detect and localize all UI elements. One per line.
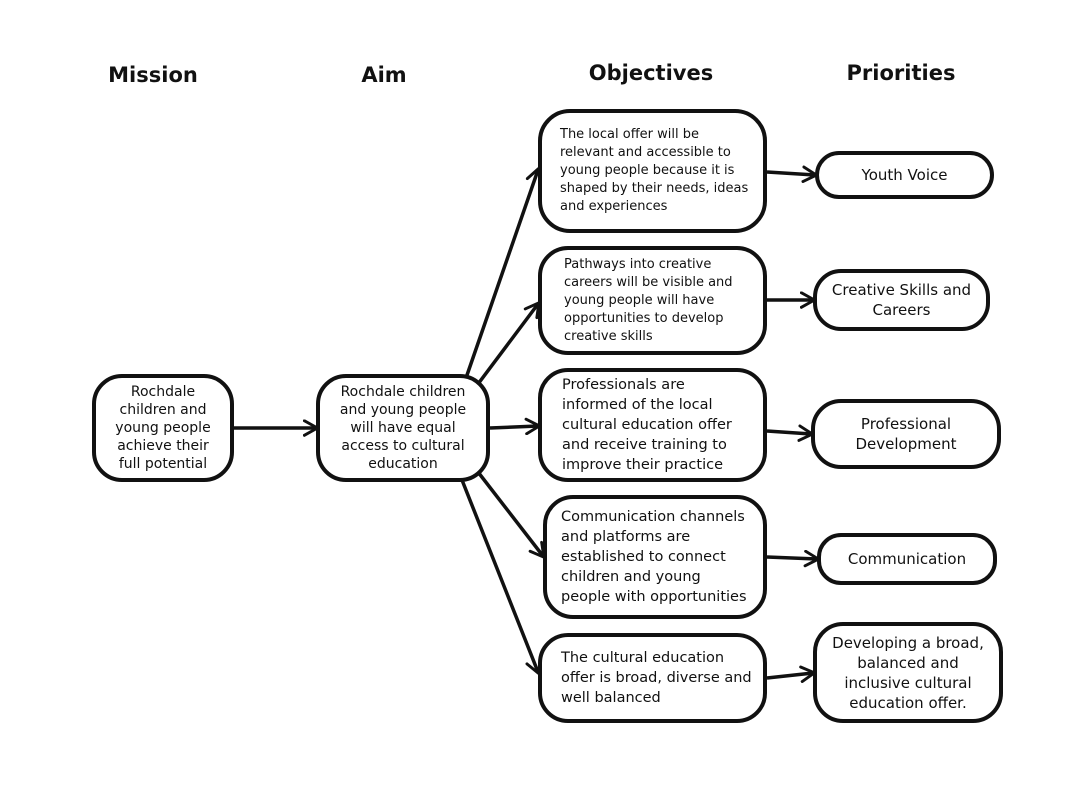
mission-box: Rochdale children and young people achie…	[92, 374, 234, 482]
objective-box-3: Professionals are informed of the local …	[538, 368, 767, 482]
priority-box-2: Creative Skills and Careers	[813, 269, 990, 331]
heading-aim: Aim	[361, 63, 407, 87]
objective-text-5: The cultural education offer is broad, d…	[561, 650, 752, 706]
heading-mission: Mission	[108, 63, 198, 87]
objective-box-2: Pathways into creative careers will be v…	[538, 246, 767, 355]
arrow-objective-4-to-priority-4	[766, 549, 820, 568]
priority-box-3: Professional Development	[811, 399, 1001, 469]
objective-box-1: The local offer will be relevant and acc…	[538, 109, 767, 233]
priority-box-1: Youth Voice	[815, 151, 994, 199]
arrow-objective-5-to-priority-5	[766, 665, 816, 683]
priority-box-4: Communication	[817, 533, 997, 585]
priority-text-4: Communication	[847, 550, 967, 568]
arrow-aim-to-objective-1	[464, 167, 543, 379]
objective-box-5: The cultural education offer is broad, d…	[538, 633, 767, 723]
mission-text: Rochdale children and young people achie…	[115, 384, 211, 472]
heading-priorities: Priorities	[846, 61, 956, 85]
priority-text-1: Youth Voice	[861, 166, 948, 184]
objective-text-2: Pathways into creative careers will be v…	[564, 256, 733, 344]
aim-text: Rochdale children and young people will …	[339, 384, 467, 472]
objective-box-4: Communication channels and platforms are…	[543, 495, 767, 619]
arrow-aim-to-objective-3	[489, 417, 541, 436]
objective-text-3: Professionals are informed of the local …	[562, 377, 732, 473]
aim-box: Rochdale children and young people will …	[316, 374, 490, 482]
objective-text-1: The local offer will be relevant and acc…	[560, 127, 749, 214]
arrow-aim-to-objective-2	[476, 301, 541, 386]
priority-text-5: Developing a broad, balanced and inclusi…	[832, 633, 984, 712]
arrow-aim-to-objective-5	[460, 479, 542, 675]
priority-text-3: Professional Development	[855, 415, 957, 453]
heading-objectives: Objectives	[588, 61, 714, 85]
arrow-aim-to-objective-4	[476, 470, 546, 559]
objective-text-4: Communication channels and platforms are…	[561, 509, 747, 605]
priority-box-5: Developing a broad, balanced and inclusi…	[813, 622, 1003, 723]
arrow-objective-3-to-priority-3	[766, 424, 814, 442]
priority-text-2: Creative Skills and Careers	[831, 281, 972, 319]
arrow-objective-1-to-priority-1	[766, 165, 818, 184]
